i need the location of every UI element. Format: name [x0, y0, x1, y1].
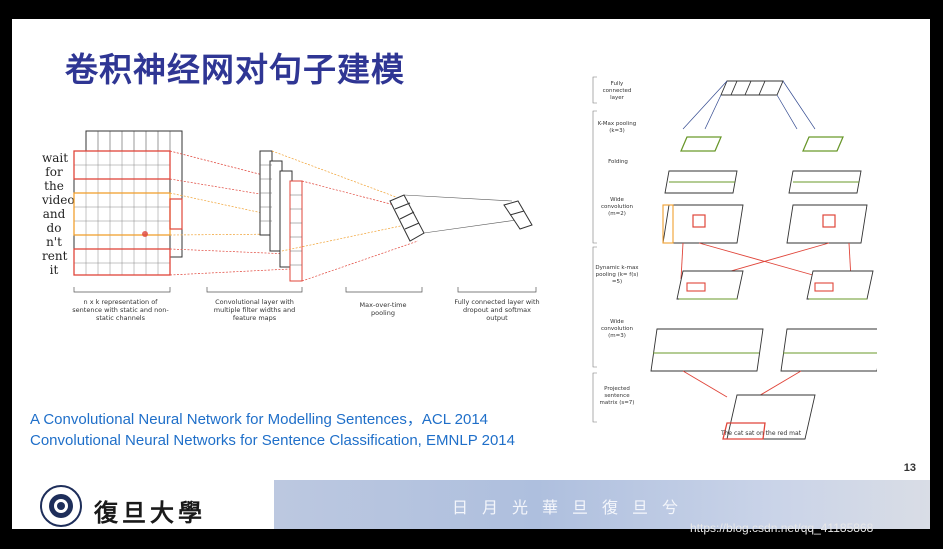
conv-feature-maps [259, 150, 303, 282]
projection-links [682, 370, 802, 398]
slide: 卷积神经网对句子建模 wait for the video and do n't… [12, 19, 930, 529]
label-wide-conv-m2: Wide convolution (m=2) [600, 197, 634, 217]
label-kmax-pooling: K-Max pooling (k=3) [597, 121, 637, 134]
max-pooling-vector [389, 194, 425, 242]
caption-pooling: Max-over-time pooling [359, 301, 407, 317]
fudan-seal-logo [40, 485, 82, 527]
wide-conv-m2-maps [662, 204, 868, 244]
dynamic-kmax-maps [676, 270, 874, 300]
word: for [45, 165, 63, 179]
caption-conv-layer: Convolutional layer with multiple filter… [213, 298, 296, 322]
university-name: 復旦大學 [94, 498, 206, 527]
word: and [42, 207, 66, 221]
sentence-word-list: wait for the video and do n't rent it [42, 151, 75, 277]
reference-list: A Convolutional Neural Network for Model… [30, 409, 515, 451]
label-brackets [592, 76, 597, 423]
word: do [46, 221, 62, 235]
sentence-cnn-diagram [73, 130, 537, 293]
word: n't [46, 235, 62, 249]
dcnn-bottom-caption: The cat sat on the red mat [720, 430, 802, 437]
fc-links [682, 80, 816, 130]
wide-conv-m3-maps [650, 328, 877, 372]
csdn-watermark: https://blog.csdn.net/qq_41185868 [690, 521, 874, 535]
kmax-pooling-maps [680, 136, 844, 152]
word: rent [42, 249, 68, 263]
word: it [49, 263, 59, 277]
fc-connections [403, 194, 525, 234]
page-number: 13 [903, 462, 916, 474]
fc-output [503, 200, 533, 230]
footer-banner-image [274, 480, 930, 529]
label-wide-conv-m3: Wide convolution (m=3) [600, 319, 634, 339]
non-static-channel-matrix [73, 150, 183, 276]
reference-acl: A Convolutional Neural Network for Model… [30, 411, 489, 428]
caption-braces [73, 287, 537, 293]
dcnn-fc-layer [720, 80, 784, 96]
reference-emnlp: Convolutional Neural Networks for Senten… [30, 432, 515, 449]
caption-fc-layer: Fully connected layer with dropout and s… [454, 298, 540, 322]
projected-sentence-matrix [722, 394, 816, 440]
slide-title: 卷积神经网对句子建模 [65, 50, 405, 89]
pooling-connections [271, 150, 419, 282]
word: wait [42, 151, 69, 165]
label-dynamic-kmax: Dynamic k-max pooling (k= f(s) =5) [595, 265, 639, 285]
label-folding: Folding [608, 159, 628, 165]
caption-input-matrix: n x k representation of sentence with st… [72, 298, 169, 322]
label-fully-connected: Fully connected layer [602, 81, 632, 101]
folding-maps [664, 170, 862, 194]
label-projected-matrix: Projected sentence matrix (s=7) [599, 386, 635, 406]
dcnn-diagram [592, 76, 877, 440]
word: the [44, 179, 64, 193]
footer-banner-text: 日月光華旦復旦兮 [452, 498, 693, 517]
